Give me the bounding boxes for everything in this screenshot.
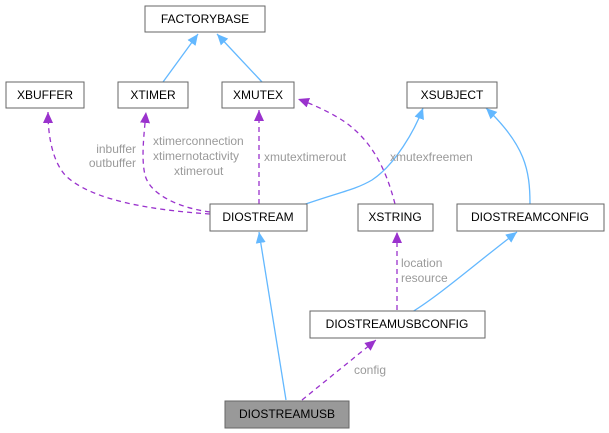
edge-xstring-xmutex	[297, 97, 396, 205]
node-diostreamusb-label: DIOSTREAMUSB	[239, 407, 335, 421]
node-xmutex[interactable]: XMUTEX	[221, 81, 295, 109]
node-xbuffer[interactable]: XBUFFER	[5, 81, 85, 109]
node-diostreamconfig[interactable]: DIOSTREAMCONFIG	[456, 203, 605, 232]
edge-label-location: location	[401, 256, 442, 270]
node-factorybase-label: FACTORYBASE	[161, 12, 249, 26]
node-diostream[interactable]: DIOSTREAM	[209, 203, 308, 232]
node-factorybase[interactable]: FACTORYBASE	[144, 5, 266, 33]
edge-label-inbuffer: inbuffer	[96, 142, 136, 156]
edge-xtimer-factorybase	[162, 33, 199, 83]
node-xstring[interactable]: XSTRING	[357, 203, 434, 232]
edge-diostream-xbuffer	[43, 111, 211, 215]
node-diostreamusbconfig-label: DIOSTREAMUSBCONFIG	[326, 317, 469, 331]
node-diostreamusbconfig[interactable]: DIOSTREAMUSBCONFIG	[309, 310, 486, 339]
node-xsubject[interactable]: XSUBJECT	[406, 81, 498, 109]
edge-label-xmutextimerout: xmutextimerout	[264, 150, 347, 164]
node-xbuffer-label: XBUFFER	[17, 88, 73, 102]
edge-label-xtimernotactivity: xtimernotactivity	[153, 149, 239, 163]
edge-diostreamusb-diostreamusbconfig	[301, 339, 377, 401]
edge-label-config: config	[354, 363, 386, 377]
node-xtimer-label: XTIMER	[130, 88, 176, 102]
edge-label-resource: resource	[401, 271, 448, 285]
edge-diostreamusbconfig-diostreamconfig	[411, 231, 518, 313]
edge-diostream-xsubject	[299, 107, 424, 207]
node-xstring-label: XSTRING	[368, 210, 421, 224]
edge-diostreamusb-diostream	[255, 231, 287, 401]
edge-label-xtimerout: xtimerout	[174, 164, 224, 178]
node-diostreamusb[interactable]: DIOSTREAMUSB	[224, 400, 350, 429]
edge-xmutex-factorybase	[216, 33, 263, 83]
node-xtimer[interactable]: XTIMER	[117, 81, 189, 109]
node-xsubject-label: XSUBJECT	[421, 88, 484, 102]
node-xmutex-label: XMUTEX	[233, 88, 283, 102]
edge-label-xtimerconnection: xtimerconnection	[153, 134, 244, 148]
node-diostreamconfig-label: DIOSTREAMCONFIG	[471, 210, 589, 224]
edge-label-outbuffer: outbuffer	[89, 156, 136, 170]
node-diostream-label: DIOSTREAM	[222, 210, 293, 224]
edge-diostream-xtimer	[140, 111, 211, 213]
edge-diostreamconfig-xsubject	[485, 107, 531, 205]
edge-label-xmutexfreemen: xmutexfreemen	[390, 150, 473, 164]
